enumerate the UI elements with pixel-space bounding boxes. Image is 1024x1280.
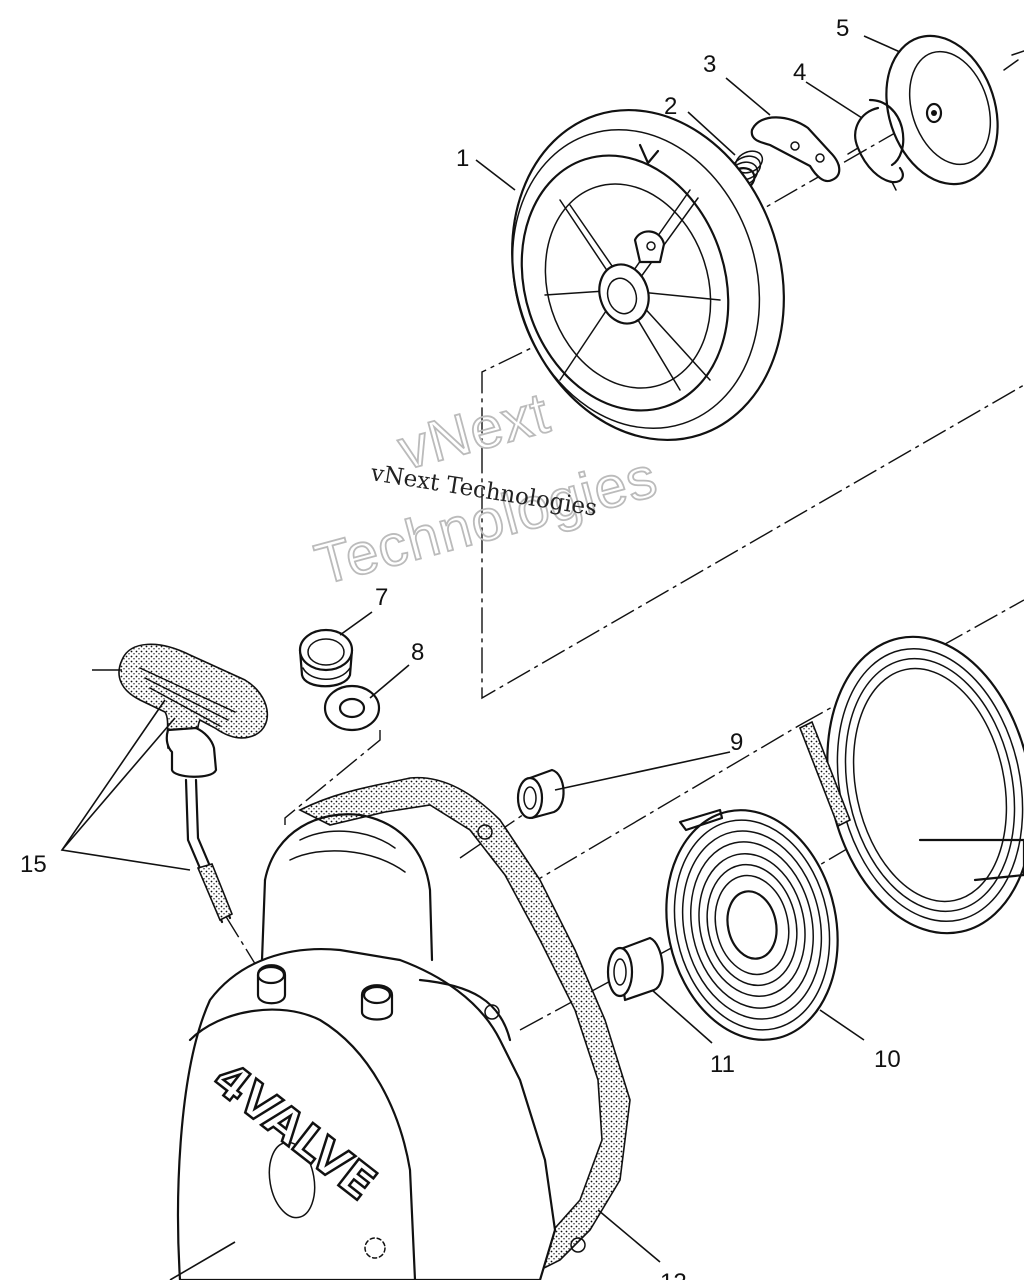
callout-7: 7 [375,584,388,611]
callout-1: 1 [456,145,469,172]
part-spring-housing[interactable] [798,617,1024,952]
part-recoil-spring[interactable] [646,794,859,1056]
part-plug-cap[interactable] [298,628,354,688]
callout-5: 5 [836,15,849,42]
part-bushing[interactable] [516,768,565,820]
callout-11: 11 [710,1051,735,1078]
callout-3: 3 [703,51,716,78]
part-starter-housing[interactable]: 4VALVE [169,776,631,1280]
callout-labels: 1 2 3 4 5 7 8 9 10 11 15 12 [20,15,901,1280]
callout-9: 9 [730,729,743,756]
part-pawl[interactable] [750,116,841,183]
callout-8: 8 [411,639,424,666]
callout-10: 10 [874,1046,901,1073]
part-washer[interactable] [323,684,381,732]
callout-15: 15 [20,851,47,878]
part-retainer-clip[interactable] [847,98,905,191]
part-friction-plate[interactable] [868,21,1024,198]
callout-2: 2 [664,93,677,120]
part-rope-pulley[interactable] [471,74,826,475]
callout-4: 4 [793,59,806,86]
part-starter-handle[interactable] [118,643,269,924]
watermark-outline-line-2: Technologies [309,444,664,598]
callout-leaders [60,35,901,1263]
part-bushing-sleeve[interactable] [606,936,664,1002]
callout-12-partial: 12 [660,1269,687,1280]
